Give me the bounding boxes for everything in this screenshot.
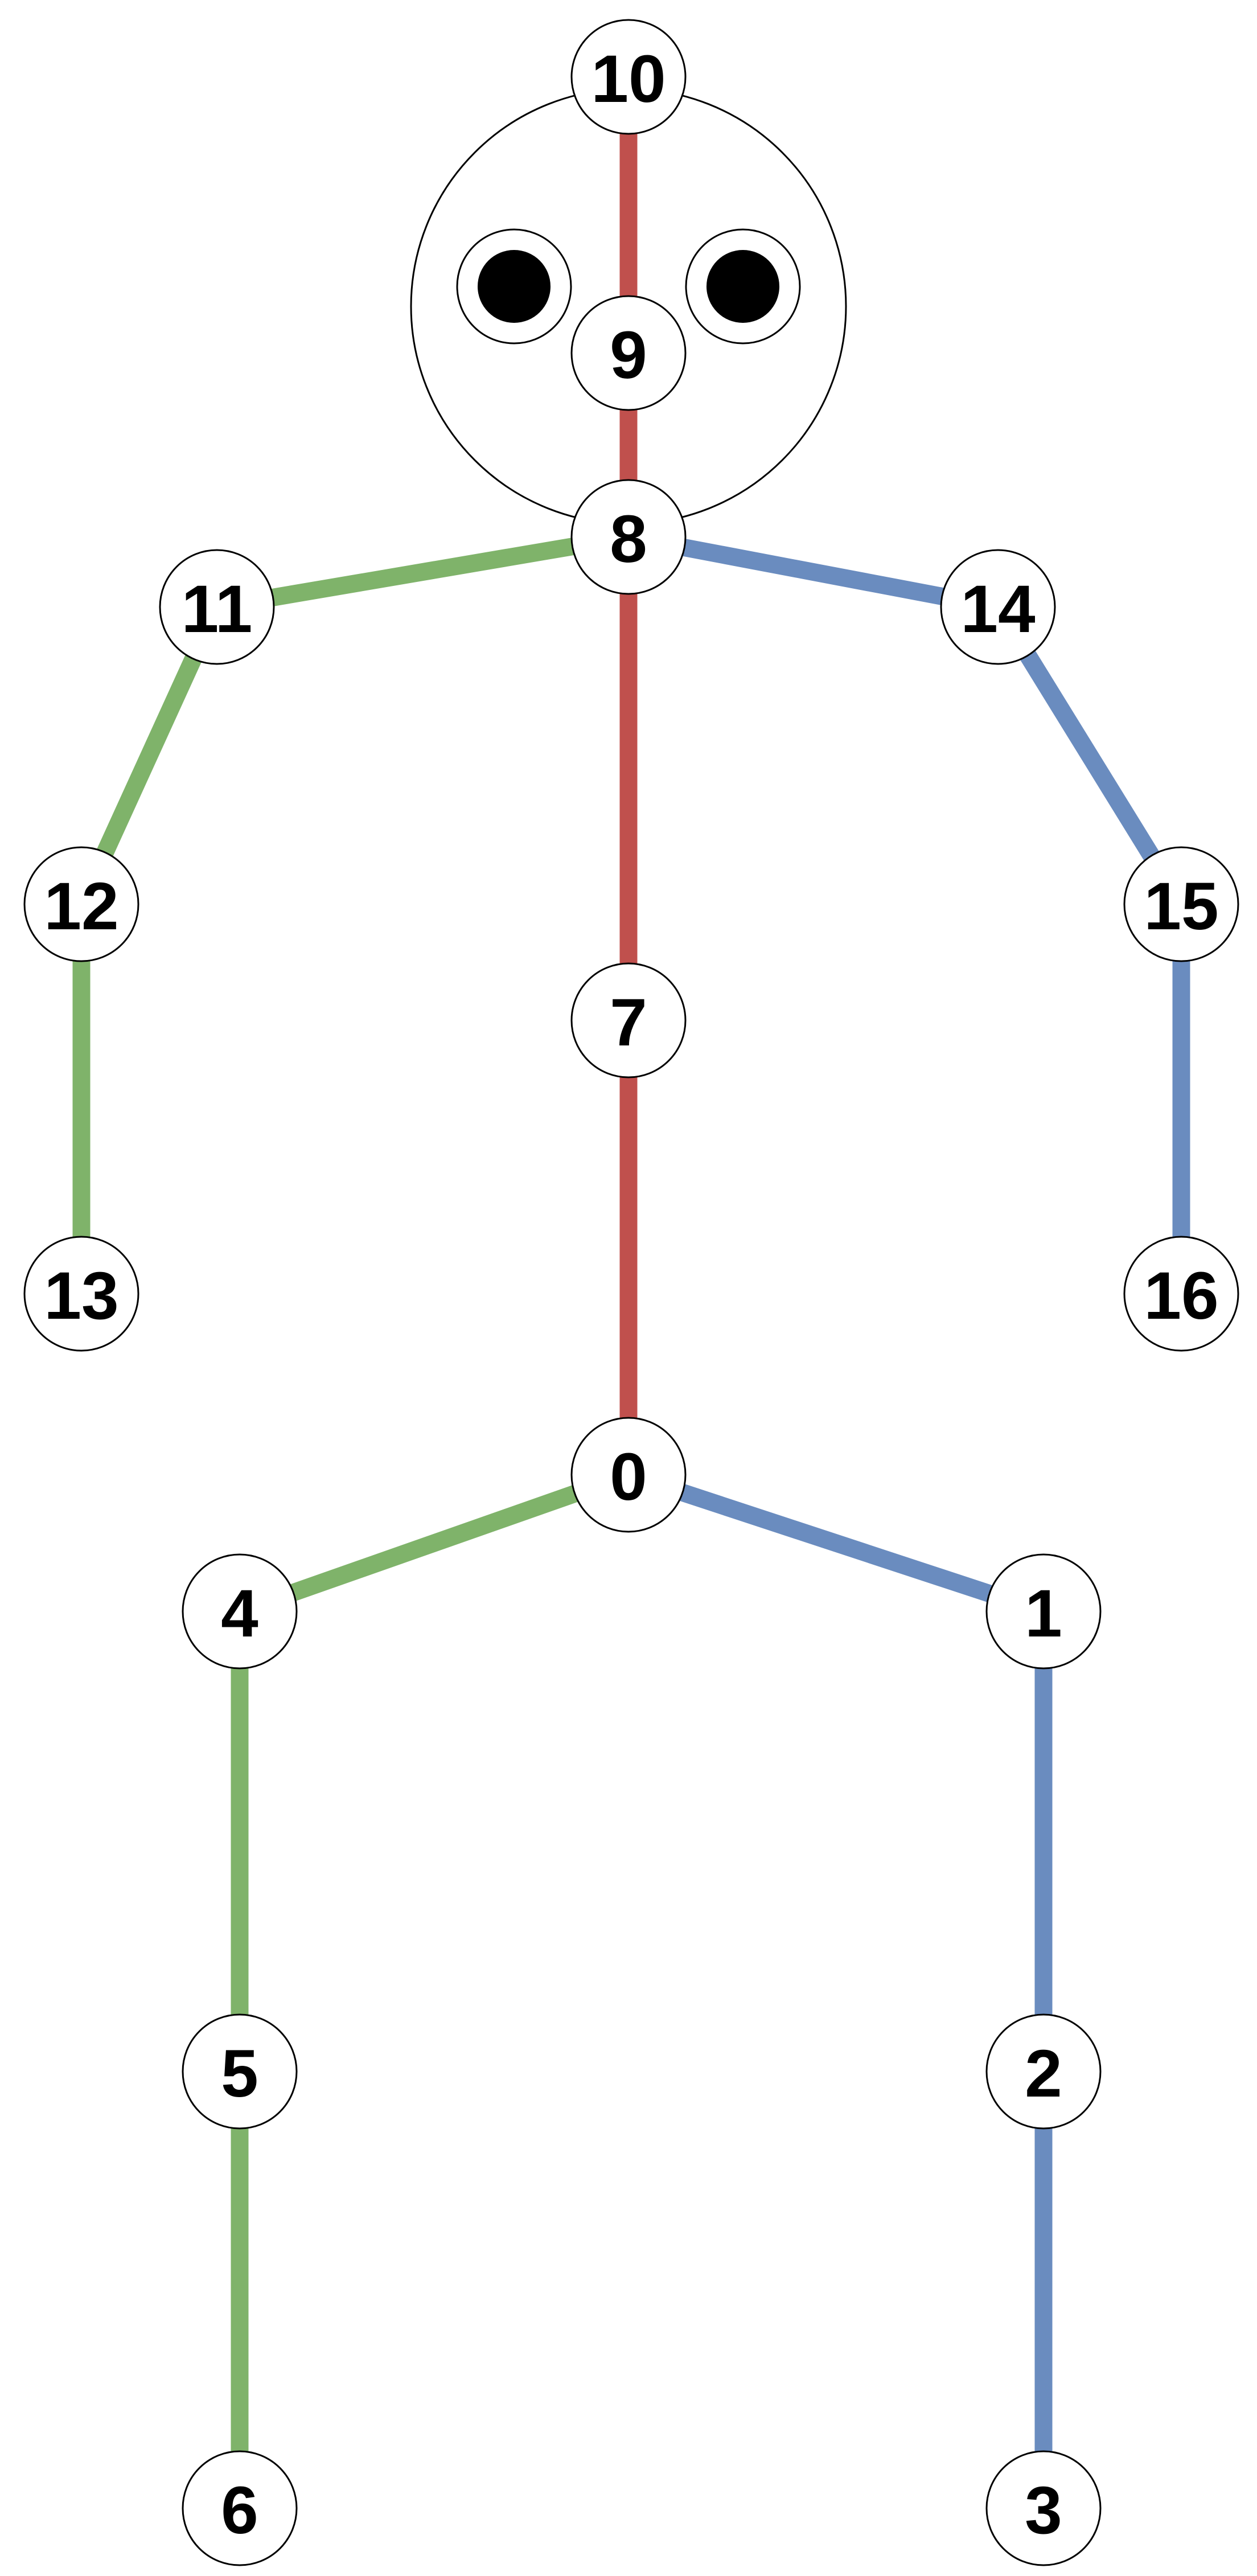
joint-9-label: 9 bbox=[610, 318, 647, 393]
joint-15-label: 15 bbox=[1144, 869, 1218, 944]
joint-15: 15 bbox=[1123, 846, 1239, 962]
joint-6: 6 bbox=[182, 2450, 298, 2566]
joint-7-circle bbox=[570, 962, 687, 1078]
joint-14-circle bbox=[940, 549, 1056, 665]
joint-12: 12 bbox=[23, 846, 139, 962]
bone-8-11 bbox=[215, 528, 630, 616]
joint-1-label: 1 bbox=[1025, 1576, 1062, 1651]
joint-2-circle bbox=[985, 2013, 1102, 2130]
joint-0-label: 0 bbox=[610, 1439, 647, 1515]
joint-9-circle bbox=[570, 295, 687, 411]
joint-15-circle bbox=[1123, 846, 1239, 962]
left-eye-pupil bbox=[478, 250, 551, 323]
bones bbox=[72, 77, 1190, 2508]
joint-4-label: 4 bbox=[221, 1576, 258, 1651]
right-eye-pupil bbox=[706, 250, 779, 323]
joint-2-label: 2 bbox=[1025, 2036, 1062, 2111]
joint-3-circle bbox=[985, 2450, 1102, 2566]
joint-14: 14 bbox=[940, 549, 1056, 665]
joint-0: 0 bbox=[570, 1417, 687, 1533]
joint-11-circle bbox=[159, 549, 275, 665]
joint-6-label: 6 bbox=[221, 2473, 258, 2548]
joint-14-label: 14 bbox=[960, 572, 1035, 647]
joint-9: 9 bbox=[570, 295, 687, 411]
joint-3: 3 bbox=[985, 2450, 1102, 2566]
joint-1: 1 bbox=[985, 1553, 1102, 1670]
joint-10-circle bbox=[570, 19, 687, 135]
joint-8: 8 bbox=[570, 479, 687, 595]
joint-5-label: 5 bbox=[221, 2036, 258, 2111]
joint-4: 4 bbox=[182, 1553, 298, 1670]
joint-3-label: 3 bbox=[1025, 2473, 1062, 2548]
bone-8-14 bbox=[627, 528, 1000, 616]
joint-8-circle bbox=[570, 479, 687, 595]
joint-5-circle bbox=[182, 2013, 298, 2130]
joint-7: 7 bbox=[570, 962, 687, 1078]
joint-16-label: 16 bbox=[1144, 1258, 1218, 1334]
joint-16-circle bbox=[1123, 1236, 1239, 1352]
joint-7-label: 7 bbox=[610, 985, 647, 1060]
joint-12-circle bbox=[23, 846, 139, 962]
joint-11: 11 bbox=[159, 549, 275, 665]
joint-1-circle bbox=[985, 1553, 1102, 1670]
joint-13-circle bbox=[23, 1236, 139, 1352]
joint-10: 10 bbox=[570, 19, 687, 135]
bone-0-4 bbox=[236, 1466, 632, 1620]
head bbox=[410, 88, 847, 525]
joint-8-label: 8 bbox=[610, 502, 647, 577]
joint-5: 5 bbox=[182, 2013, 298, 2130]
joint-13: 13 bbox=[23, 1236, 139, 1352]
bone-0-1 bbox=[626, 1466, 1046, 1620]
joint-4-circle bbox=[182, 1553, 298, 1670]
bone-14-15 bbox=[990, 602, 1189, 909]
joint-12-label: 12 bbox=[44, 869, 118, 944]
joint-2: 2 bbox=[985, 2013, 1102, 2130]
joint-16: 16 bbox=[1123, 1236, 1239, 1352]
joint-10-label: 10 bbox=[591, 42, 666, 117]
joint-13-label: 13 bbox=[44, 1258, 118, 1334]
joint-11-label: 11 bbox=[182, 572, 253, 647]
joint-6-circle bbox=[182, 2450, 298, 2566]
joint-0-circle bbox=[570, 1417, 687, 1533]
